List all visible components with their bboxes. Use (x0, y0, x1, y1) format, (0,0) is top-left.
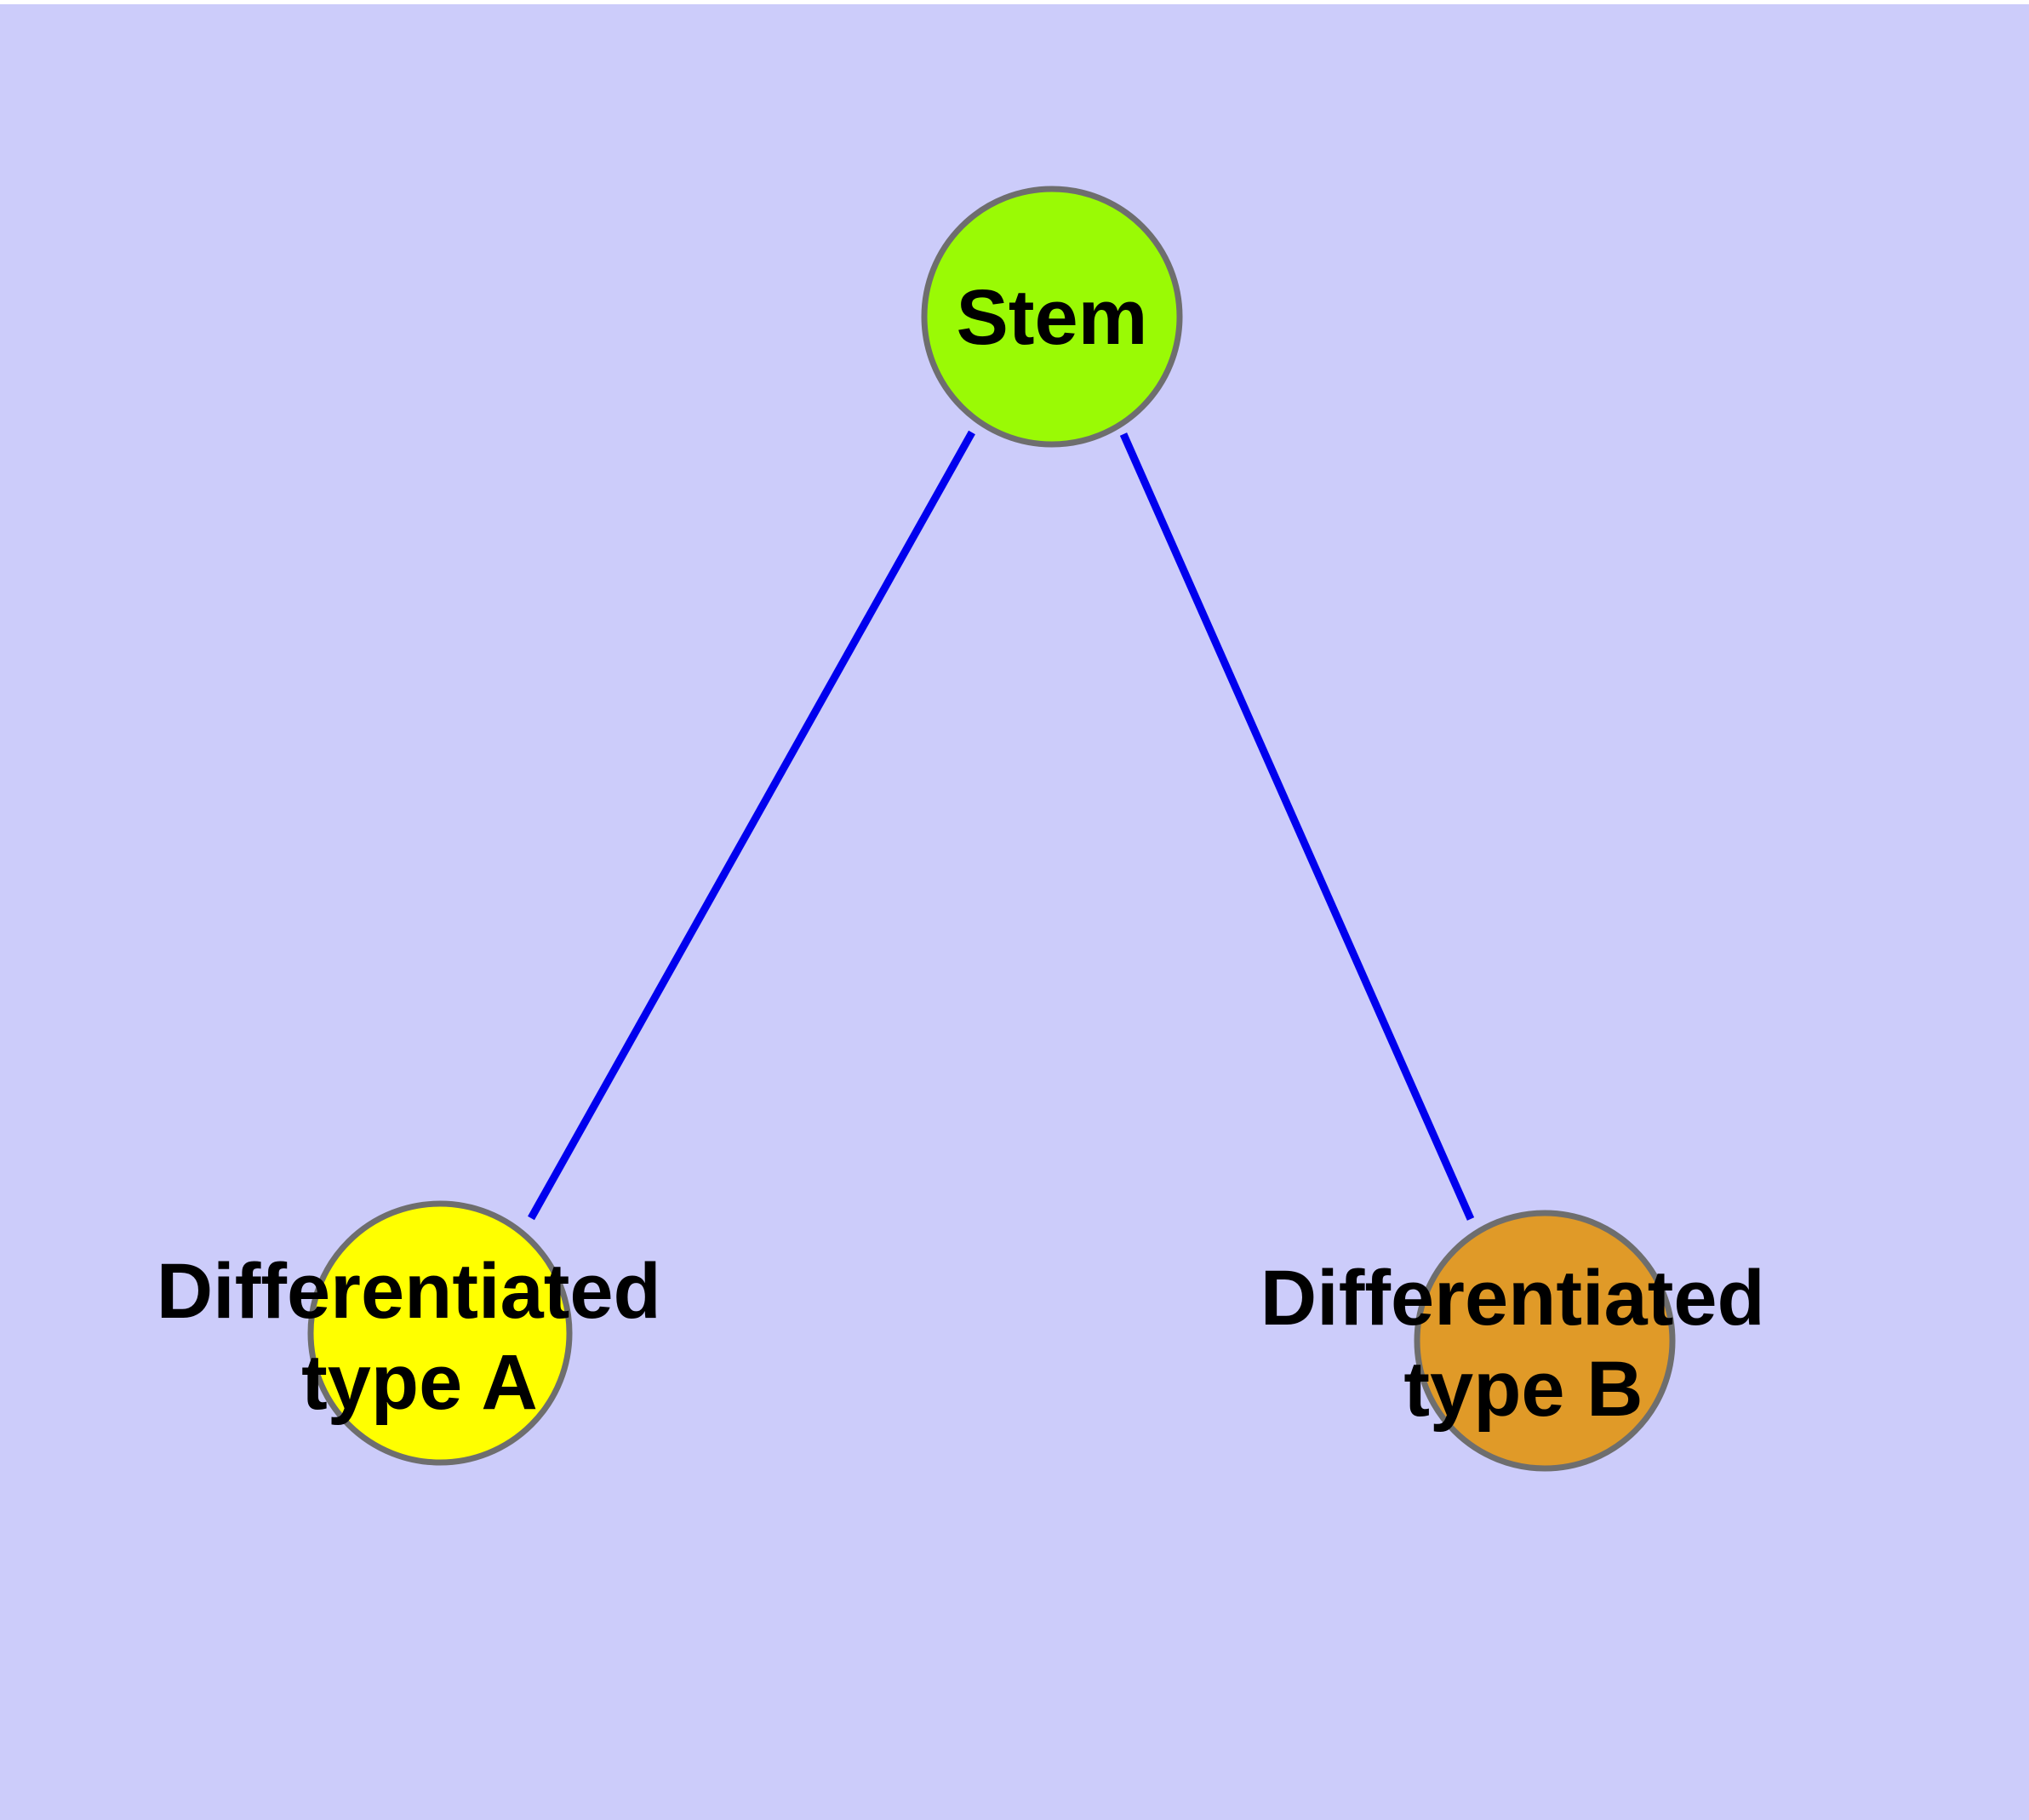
node-label-b-line-2: type B (1403, 1346, 1643, 1433)
node-label-differentiated-type-b: Differentiated type B (1260, 1255, 1787, 1433)
node-differentiated-type-b[interactable] (1414, 1210, 1676, 1472)
edge-layer (528, 430, 1475, 1221)
edge-stem-to-differentiated-type-b[interactable] (1119, 432, 1475, 1221)
node-label-a-line-2: type A (301, 1339, 538, 1426)
node-label-stem: Stem (957, 274, 1148, 361)
node-stem[interactable] (921, 186, 1183, 448)
label-layer: Stem Differentiated type A Differentiate… (157, 274, 1787, 1433)
node-label-stem-line-1: Stem (957, 274, 1148, 361)
node-label-differentiated-type-a: Differentiated type A (157, 1248, 683, 1426)
edge-stem-to-differentiated-type-a[interactable] (528, 430, 975, 1221)
node-differentiated-type-a[interactable] (307, 1200, 573, 1466)
node-label-a-line-1: Differentiated (157, 1248, 661, 1335)
node-label-b-line-1: Differentiated (1260, 1255, 1765, 1342)
node-layer (307, 186, 1676, 1472)
